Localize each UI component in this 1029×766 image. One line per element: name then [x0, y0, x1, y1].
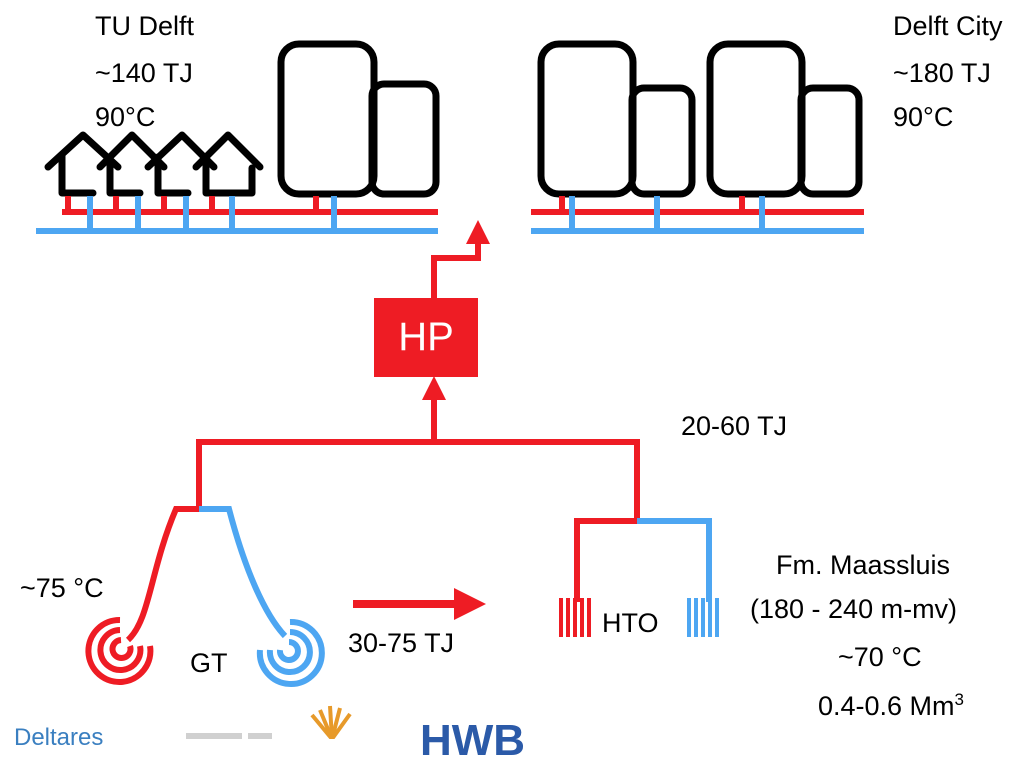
tu-delft-energy: ~140 TJ: [95, 58, 193, 88]
hwb-logo: HWB: [420, 716, 526, 765]
hto-volume-value: 0.4-0.6 Mm: [818, 691, 955, 721]
cold-well-icon: [687, 598, 719, 637]
gt-label: GT: [190, 648, 228, 678]
hto-storage: [574, 518, 712, 602]
house-icon: [44, 131, 264, 197]
formation-name: Fm. Maassluis: [776, 550, 951, 580]
gt-temperature-label: ~75 °C: [20, 573, 104, 603]
building-icon: [537, 40, 863, 198]
hto-label: HTO: [602, 608, 659, 638]
building-icon: [277, 40, 440, 198]
tu-delft-title: TU Delft: [95, 11, 195, 41]
heat-pump-box: [374, 298, 478, 377]
injection-well-spiral-icon: [256, 618, 325, 687]
tu-delft-campus: [36, 40, 440, 234]
delft-city-temperature: 90°C: [893, 102, 954, 132]
sun-logo-icon: [310, 705, 352, 739]
deltares-logo: Deltares: [14, 724, 104, 751]
formation-depth: (180 - 240 m-mv): [750, 594, 958, 624]
hto-volume: 0.4-0.6 Mm3: [818, 683, 964, 723]
hto-volume-exponent: 3: [954, 690, 965, 709]
hp-energy-label: 20-60 TJ: [681, 411, 788, 441]
delft-city-title: Delft City: [893, 11, 1003, 41]
hot-well-icon: [559, 598, 591, 637]
hp-output-pipe: [431, 220, 490, 298]
production-well-spiral-icon: [85, 616, 154, 685]
delft-city: [531, 40, 864, 234]
heat-pump-label: HP: [398, 315, 454, 359]
tu-return-network: [36, 196, 438, 234]
gt-energy-label: 30-75 TJ: [348, 628, 455, 658]
delft-city-energy: ~180 TJ: [893, 58, 991, 88]
logo-strip: [186, 705, 352, 739]
distribution-pipes: [196, 376, 640, 521]
geothermal-doublet: [125, 506, 288, 643]
tu-supply-network: [62, 196, 438, 215]
heat-system-diagram: [36, 40, 864, 739]
city-supply-network: [531, 196, 864, 215]
tu-delft-temperature: 90°C: [95, 102, 156, 132]
hto-temperature: ~70 °C: [838, 642, 922, 672]
city-return-network: [531, 196, 864, 234]
